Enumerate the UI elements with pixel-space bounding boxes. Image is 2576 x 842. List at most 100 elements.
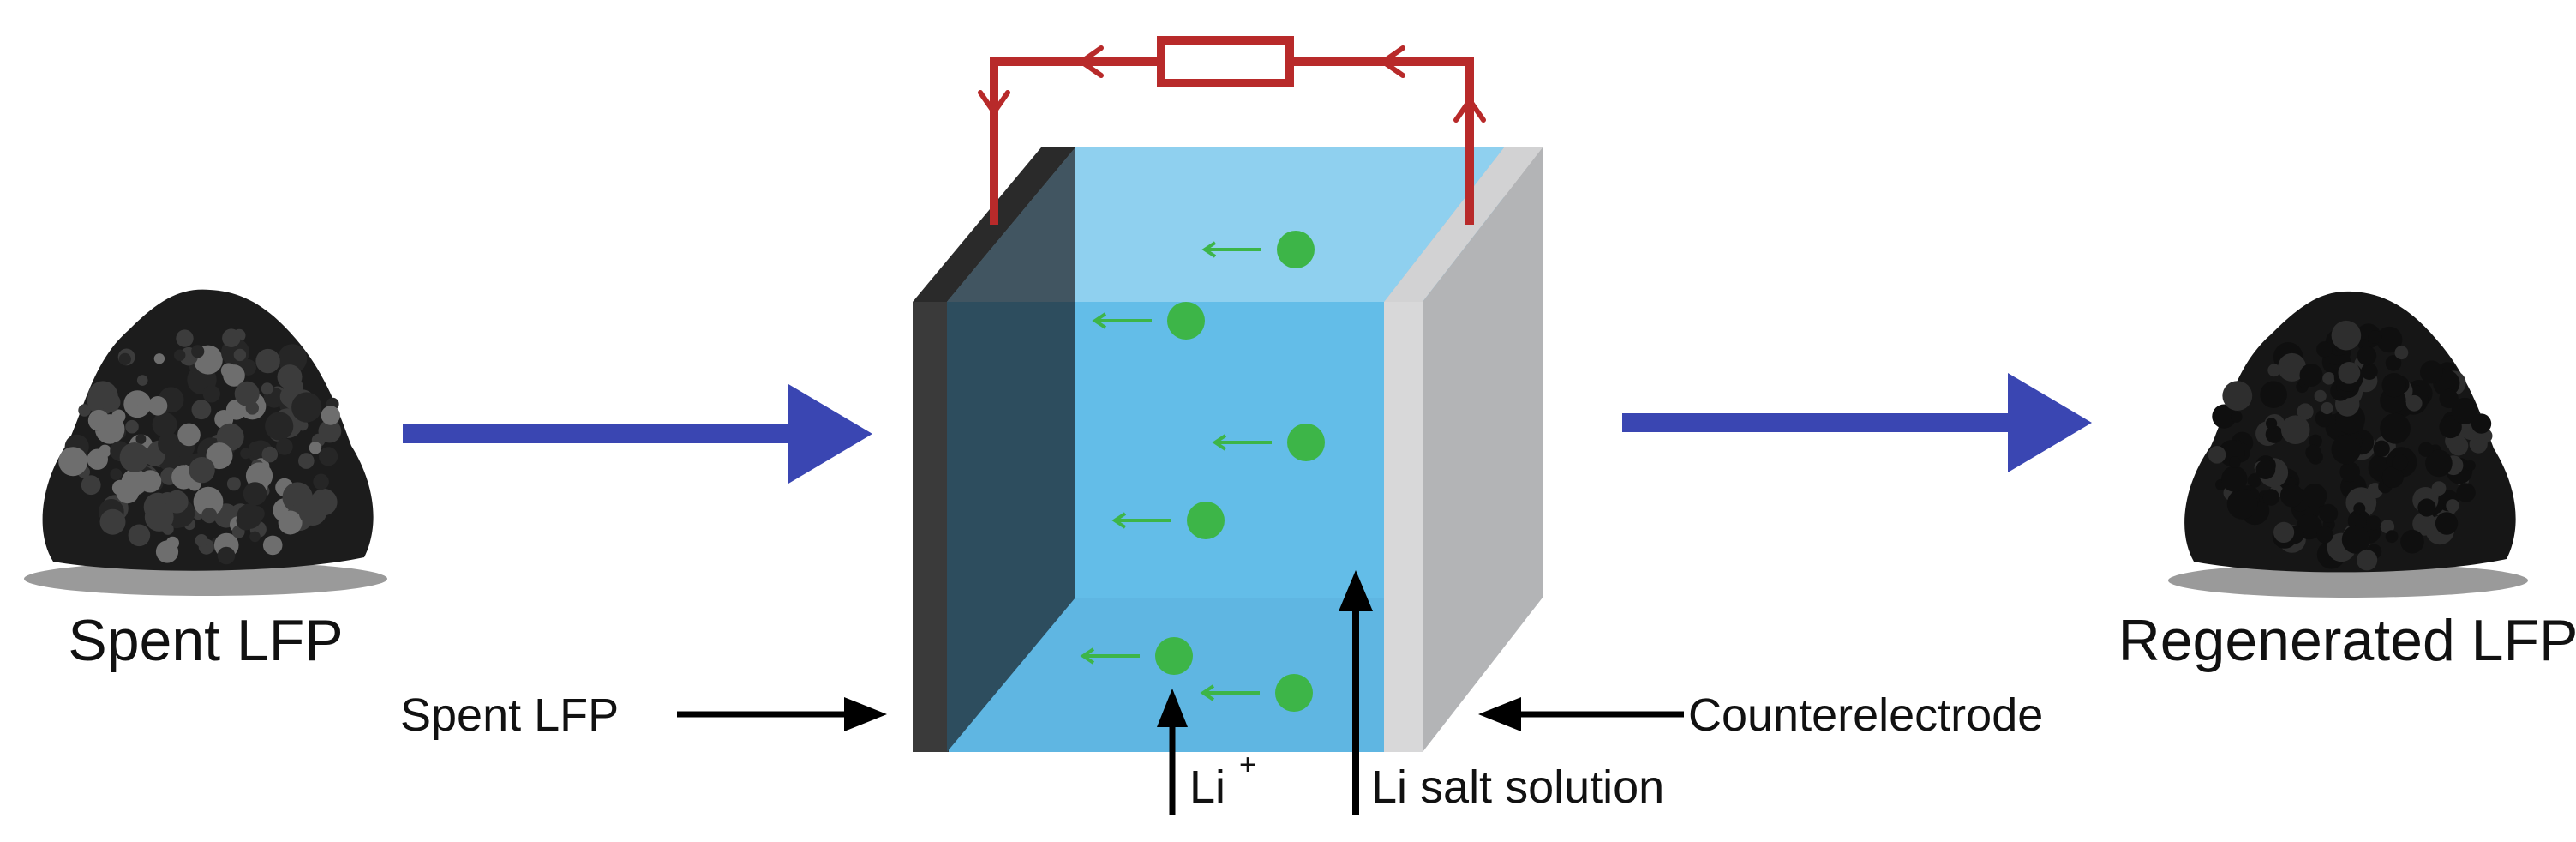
powder-granule bbox=[2338, 362, 2361, 384]
powder-granule bbox=[2380, 520, 2395, 534]
powder-granule bbox=[2400, 529, 2424, 554]
process-arrow-in bbox=[403, 384, 872, 484]
powder-granule bbox=[2431, 481, 2447, 496]
powder-granule bbox=[2226, 488, 2258, 520]
powder-granule bbox=[234, 381, 260, 406]
powder-granule bbox=[2448, 436, 2469, 456]
powder-granule bbox=[217, 546, 236, 565]
current-arrow-down bbox=[978, 90, 1010, 115]
powder-granule bbox=[249, 531, 261, 543]
powder-granule bbox=[189, 457, 215, 484]
powder-granule bbox=[128, 524, 151, 547]
powder-granule bbox=[2321, 401, 2333, 415]
pointer-arrow-li-salt-solution bbox=[1339, 570, 1373, 815]
powder-granule bbox=[318, 419, 342, 443]
spent-electrode-plate-upper bbox=[947, 147, 1075, 302]
ion-motion-arrowhead bbox=[1212, 434, 1227, 451]
counterelectrode-side bbox=[1423, 147, 1543, 752]
powder-granule bbox=[2339, 461, 2360, 483]
powder-granule bbox=[2278, 352, 2307, 382]
powder-granule bbox=[2309, 434, 2322, 448]
powder-granule bbox=[261, 382, 273, 395]
powder-granule bbox=[220, 363, 237, 379]
powder-granule bbox=[313, 473, 329, 490]
powder-granule bbox=[2265, 425, 2284, 443]
powder-granule bbox=[195, 534, 208, 547]
current-direction-arrows bbox=[978, 45, 1486, 123]
powder-granule bbox=[2451, 397, 2478, 424]
powder-granule bbox=[2280, 415, 2310, 444]
powder-granule bbox=[278, 510, 303, 535]
powder-granule bbox=[2231, 411, 2243, 423]
lithium-ion-dot-icon bbox=[1187, 502, 1225, 539]
powder-granule bbox=[243, 482, 267, 506]
powder-granule bbox=[155, 540, 179, 563]
powder-granule bbox=[2446, 499, 2459, 513]
powder-granule bbox=[2221, 466, 2248, 492]
powder-granule bbox=[2319, 503, 2339, 524]
powder-granule bbox=[125, 419, 139, 434]
powder-granule bbox=[176, 329, 194, 347]
powder-granule bbox=[2222, 381, 2253, 411]
powder-granule bbox=[226, 477, 241, 491]
powder-granule bbox=[2361, 363, 2378, 381]
powder-granule bbox=[298, 453, 315, 469]
powder-granule bbox=[2456, 483, 2476, 502]
powder-granule bbox=[135, 394, 148, 407]
powder-granule bbox=[2247, 473, 2262, 488]
electrochemical-cell bbox=[913, 147, 1543, 752]
powder-granule bbox=[193, 486, 224, 517]
pointer-arrow-spent-electrode bbox=[677, 697, 887, 731]
ion-motion-arrowhead bbox=[1092, 312, 1107, 329]
counterelectrode-front-edge bbox=[1384, 302, 1423, 752]
powder-granule bbox=[2322, 372, 2335, 385]
powder-granule bbox=[144, 502, 174, 532]
external-circuit bbox=[990, 57, 1474, 225]
li-ion-label: Li bbox=[1189, 761, 1225, 813]
regenerated-pile-shadow bbox=[2168, 563, 2528, 598]
powder-granule bbox=[2357, 550, 2378, 571]
powder-granule bbox=[2255, 460, 2276, 479]
powder-granule bbox=[191, 345, 205, 358]
lithium-ions bbox=[1080, 231, 1325, 712]
powder-granule bbox=[265, 412, 294, 441]
current-arrow-up bbox=[1453, 98, 1486, 123]
regenerated-lfp-title: Regenerated LFP bbox=[2118, 608, 2576, 673]
lithium-ion bbox=[1111, 502, 1225, 539]
powder-granule bbox=[2368, 330, 2382, 344]
powder-granule bbox=[277, 364, 303, 390]
powder-granule bbox=[262, 535, 283, 556]
powder-granule bbox=[2439, 388, 2459, 409]
electrolyte-top bbox=[947, 147, 1504, 302]
powder-granule bbox=[2439, 415, 2462, 439]
powder-granule bbox=[201, 508, 218, 524]
powder-granule bbox=[2273, 521, 2295, 544]
powder-granule bbox=[135, 434, 147, 444]
powder-granule bbox=[2405, 394, 2423, 412]
current-arrow-top-left bbox=[1079, 45, 1104, 78]
li-salt-solution-label: Li salt solution bbox=[1371, 761, 1664, 813]
powder-granule bbox=[111, 479, 128, 496]
lithium-ion-dot-icon bbox=[1167, 302, 1205, 340]
powder-granule bbox=[261, 446, 279, 463]
ion-motion-arrowhead bbox=[1111, 512, 1127, 529]
circuit-wire bbox=[990, 57, 1161, 225]
powder-granule bbox=[2353, 502, 2366, 515]
powder-granule bbox=[2417, 498, 2436, 517]
spent-electrode-label: Spent LFP bbox=[400, 689, 619, 741]
lithium-ion-dot-icon bbox=[1287, 424, 1325, 461]
powder-granule bbox=[319, 447, 338, 466]
powder-granule bbox=[2314, 389, 2327, 402]
spent-lfp-title: Spent LFP bbox=[68, 608, 343, 673]
powder-granule bbox=[191, 400, 212, 420]
powder-granule bbox=[2366, 515, 2381, 531]
powder-granule bbox=[58, 447, 88, 477]
powder-granule bbox=[321, 406, 340, 425]
powder-granule bbox=[2229, 456, 2241, 468]
regenerated-pile-granules bbox=[2208, 320, 2493, 571]
powder-granule bbox=[2420, 360, 2443, 384]
powder-granule bbox=[2212, 404, 2237, 429]
powder-granule bbox=[2208, 446, 2226, 464]
powder-granule bbox=[2412, 512, 2436, 536]
powder-granule bbox=[2418, 442, 2434, 457]
